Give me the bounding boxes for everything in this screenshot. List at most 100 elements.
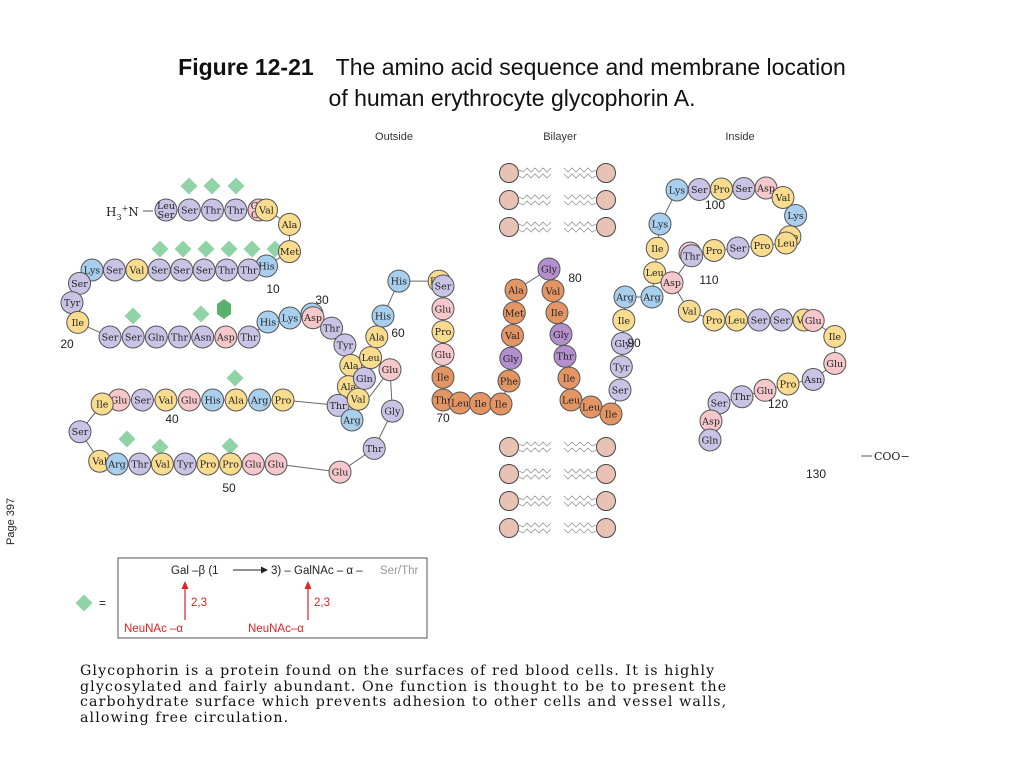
residue-circle [702,239,726,262]
residue-circle [499,346,523,370]
glycan-diamond [192,305,210,323]
residue-label: Thr [366,444,383,455]
residue-label: Val [681,307,697,318]
residue-label: Ser [691,185,708,196]
residue-label: Tyr [177,460,194,471]
residue-circle [66,310,90,334]
residue-label: Thr [557,352,574,363]
glycan-diamond [220,240,238,258]
lipid-head [596,491,616,511]
residue-label: Ser [730,244,747,255]
legend-neunac-left: NeuNAc –α [124,623,183,635]
position-number-40: 40 [165,412,179,426]
residue-circle [237,325,261,349]
residue-label: Tyr [337,340,354,351]
residue-label: Ser [173,266,190,277]
residue-circle [504,278,528,302]
residue-label: Gly [503,354,520,365]
residue-label: Ile [605,410,618,421]
residue-label: Leu [451,399,469,410]
residue-circle [328,460,352,484]
residue-label: Glu [332,468,349,479]
residue-109: Pro [750,234,774,257]
residue-circle [609,355,633,379]
residue-26: Asp [214,325,238,349]
residue-circle [278,212,301,236]
residue-circle [154,388,178,412]
position-number-70: 70 [436,411,450,425]
lipid-outer [499,464,552,484]
residue-label: Ser [181,206,198,217]
residue-circle [823,352,847,375]
residue-13: Ser [170,258,194,282]
residue-label: Val [350,395,366,406]
residue-25: Asn [191,325,215,349]
residue-label: Lys [282,314,299,325]
residue-label: Pro [706,316,723,327]
lipid-head [499,437,519,457]
residue-86: Thr [553,344,577,368]
residue-31: Asp [301,306,325,330]
residue-label: Ser [435,282,452,293]
residue-label: Thr [131,460,148,471]
residue-circle [750,234,774,257]
residue-81: Ala [504,278,528,302]
glycan-legend: = Gal –β (1 3) – GalNAc – α – Ser/Thr 2,… [75,557,428,639]
lipid-head [499,464,519,484]
residue-label: Arg [342,416,360,427]
n-terminus-label: H3+N [106,204,139,222]
residue-89: Leu [579,395,603,419]
residue-126: Glu [753,378,777,402]
residue-circle [301,306,325,330]
caption-line-3: carbohydrate surface which prevents adhe… [80,694,728,711]
residue-circle [431,342,455,366]
residue-circle [352,366,376,390]
residue-label: Tyr [64,298,81,309]
glycan-diamond [226,369,244,387]
residue-label: Asn [803,375,822,386]
residue-label: Thr [171,333,188,344]
residue-110: Ser [726,236,750,260]
residue-label: Thr [241,266,258,277]
residue-label: Lys [652,220,669,231]
residue-label: Leu [157,201,175,212]
legend-gal: Gal [171,565,189,577]
lipid-tail [518,495,552,501]
residue-label: Ile [829,332,842,343]
residue-circle [645,236,669,260]
residue-94: Ile [612,308,636,332]
residue-circle [431,297,455,321]
glycan-diamond [221,437,239,455]
residue-108: Leu [774,231,798,255]
residue-circle [771,186,795,209]
caption-line-1: Glycophorin is a protein found on the su… [80,663,716,679]
residue-label: Glu [805,316,822,327]
caption: Glycophorin is a protein found on the su… [80,663,940,726]
residue-72: Ile [431,365,455,389]
lipid-tail [563,194,597,200]
lipid-tail [518,528,552,534]
residue-circle [380,399,404,423]
residue-label: Glu [435,350,452,361]
residue-label: Thr [683,251,700,262]
residue-label: Asp [662,278,681,289]
residue-label: Thr [734,392,751,403]
residue-103: Ser [732,177,756,200]
lipid-tail [563,447,597,453]
residue-68: Ser [431,274,455,298]
residue-label: Tyr [613,362,630,373]
residue-label: Ser [751,316,768,327]
legend-formula-tail: Ser/Thr [380,565,419,577]
lipid-tail [563,501,597,507]
residue-label: Glu [181,396,198,407]
residue-circle [196,452,220,476]
residue-label: Glu [826,359,843,370]
residue-124: Asn [801,368,825,391]
residue-label: Asn [193,333,212,344]
lipid-tail [563,495,597,501]
residue-circle [224,388,248,412]
residue-125: Pro [776,372,800,396]
residue-circle [278,306,302,330]
